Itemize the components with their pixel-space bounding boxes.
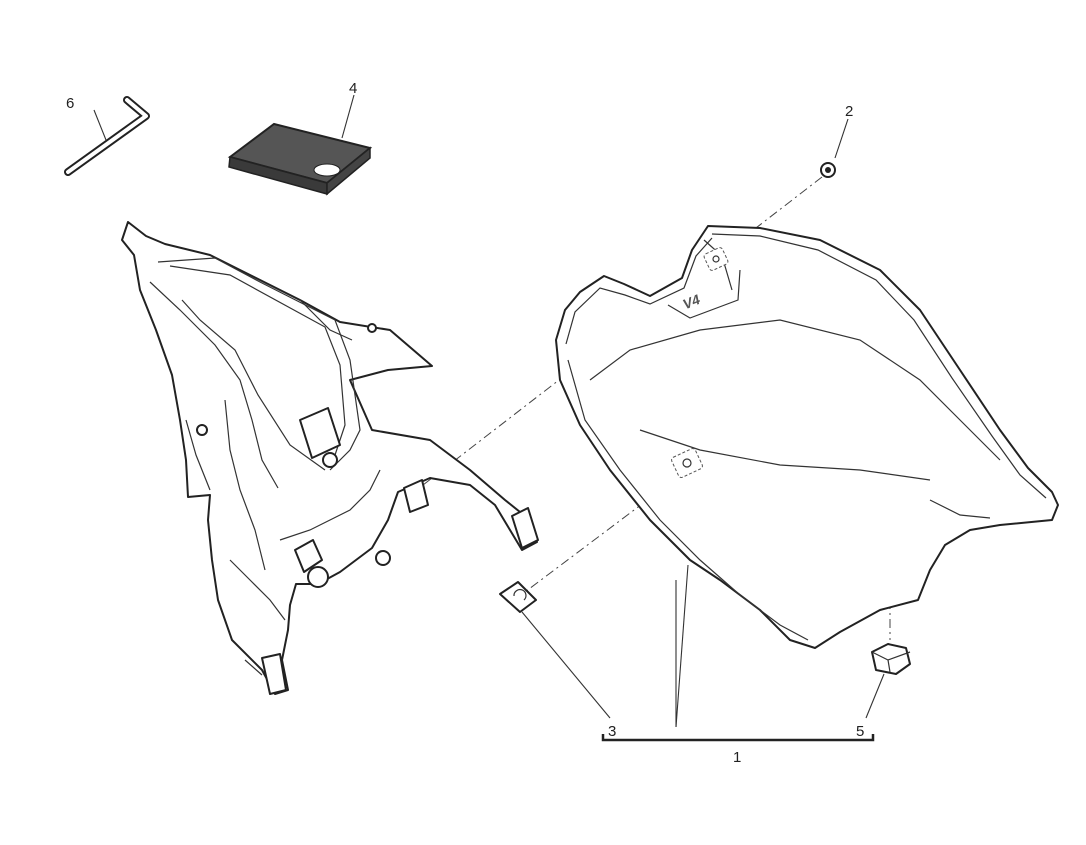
pad-part — [227, 122, 373, 196]
hex-key-part — [64, 96, 150, 176]
callout-2: 2 — [845, 103, 853, 120]
callout-5: 5 — [856, 723, 864, 740]
tail-frame-part — [121, 221, 539, 695]
callout-3: 3 — [608, 723, 616, 740]
leader-lines — [93, 94, 885, 742]
clip-nut-part — [499, 581, 537, 613]
screw-part — [820, 162, 836, 178]
seat-part: V4 — [555, 225, 1059, 649]
seat-logo: V4 — [680, 291, 702, 312]
rubber-buffer-part — [871, 643, 911, 675]
callout-1: 1 — [733, 749, 741, 766]
callout-6: 6 — [66, 95, 74, 112]
callout-4: 4 — [349, 80, 357, 97]
